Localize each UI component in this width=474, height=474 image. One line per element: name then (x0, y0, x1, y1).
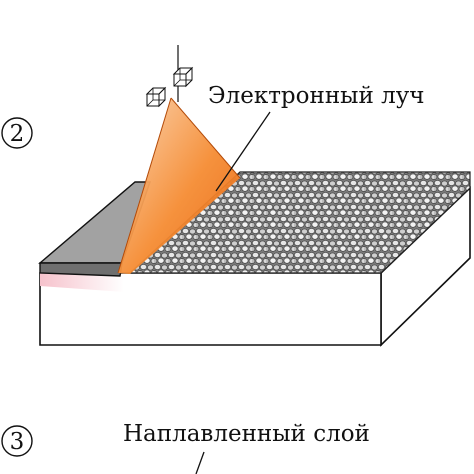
heat-affected-zone (40, 273, 124, 292)
deposited-layer-label: Наплавленный слой (123, 421, 370, 447)
beam-label-leader (215, 111, 271, 192)
step-number: 3 (10, 429, 25, 455)
beam-edge-right (170, 97, 241, 179)
electron-beam-label: Электронный луч (208, 83, 424, 109)
metal-plate (38, 181, 151, 277)
cube-icon (172, 66, 194, 88)
beam-edge-left (117, 97, 172, 274)
plate-front-face (39, 262, 123, 277)
beam-cone (118, 98, 240, 274)
cube-icon (145, 86, 167, 108)
electron-beam (117, 45, 241, 274)
layer-label-leader (195, 451, 205, 474)
substrate-block (39, 186, 471, 347)
step-number: 2 (10, 121, 25, 147)
step-marker-3: 3 (1, 425, 33, 457)
step-marker-2: 2 (1, 117, 33, 149)
